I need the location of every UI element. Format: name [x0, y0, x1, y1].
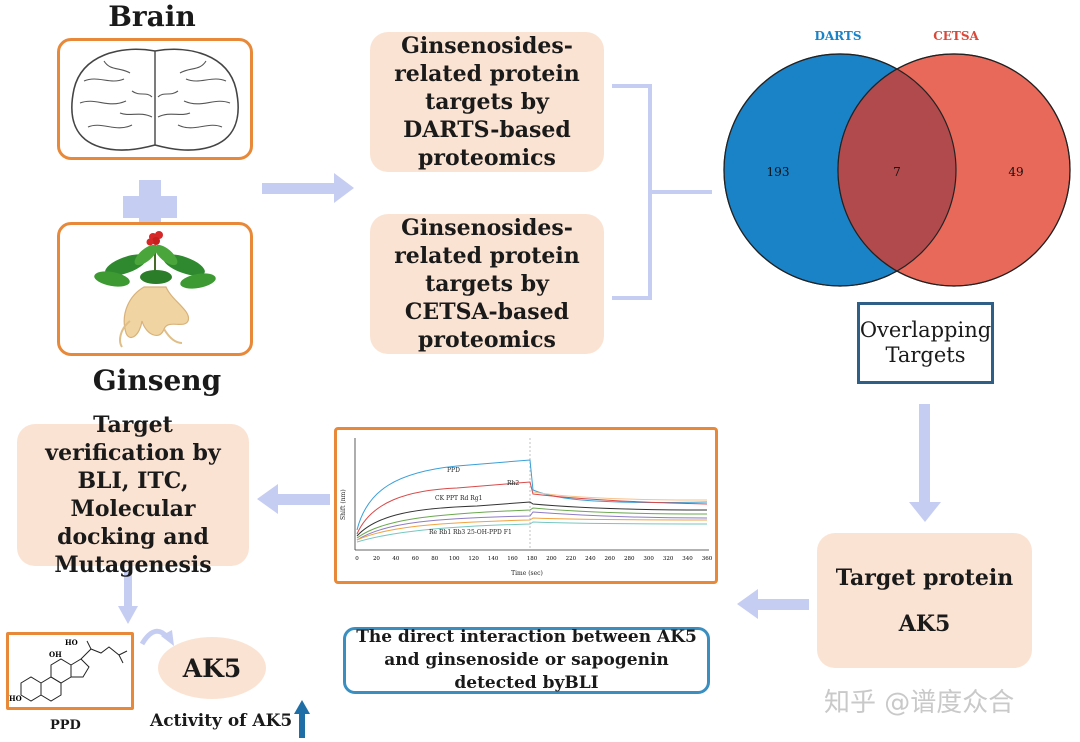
bli-series-label: CK PPT Rd Rg1 — [435, 495, 482, 502]
venn-overlap-region — [838, 54, 956, 286]
arrow-up-icon — [294, 700, 310, 738]
bli-series-label: PPD — [447, 467, 460, 474]
bli-x-tick-label: 280 — [624, 556, 635, 562]
bli-x-tick-label: 120 — [468, 556, 479, 562]
arrow-right-icon — [262, 173, 354, 203]
bracket-connector — [612, 84, 712, 300]
brain-icon — [71, 48, 239, 151]
bli-chart: PPD Rh2 CK PPT Rd Rg1 Re Rb1 Rb3 25-OH-P… — [340, 438, 713, 577]
ginseng-icon — [94, 231, 216, 348]
brain-image-frame — [57, 38, 253, 160]
bli-series-label: Rh2 — [507, 480, 519, 487]
venn-darts-label: DARTS — [814, 29, 861, 43]
target-verification-box: Target verification by BLI, ITC, Molecul… — [17, 412, 249, 578]
arrow-down-icon — [909, 404, 941, 522]
venn-cetsa-count: 49 — [1008, 165, 1023, 179]
bli-x-tick-label: 80 — [431, 556, 438, 562]
bli-x-tick-label: 320 — [663, 556, 674, 562]
bli-x-tick-label: 360 — [702, 556, 713, 562]
curved-arrow-head — [161, 630, 174, 646]
bli-series-label: Re Rb1 Rb3 25-OH-PPD F1 — [429, 529, 512, 536]
brain-title: Brain — [108, 0, 196, 33]
arrow-left-icon — [737, 589, 809, 619]
venn-darts-count: 193 — [767, 165, 790, 179]
bli-x-axis-label: Time (sec) — [511, 570, 543, 577]
bli-x-tick-label: 260 — [605, 556, 616, 562]
bli-x-tick-label: 0 — [355, 556, 359, 562]
darts-proteomics-box: Ginsenosides-related protein targets by … — [370, 32, 604, 172]
ak5-activity-label: Activity of AK5 — [150, 711, 293, 731]
bli-x-tick-label: 180 — [527, 556, 538, 562]
bli-x-tick-label: 60 — [412, 556, 419, 562]
bli-x-tick-label: 160 — [507, 556, 518, 562]
venn-cetsa-label: CETSA — [933, 29, 979, 43]
arrow-left-icon — [257, 484, 330, 514]
bli-y-axis-label: Shift (nm) — [340, 489, 347, 520]
ginseng-title: Ginseng — [92, 364, 222, 397]
bli-caption-box: The direct interaction between AK5 and g… — [343, 627, 710, 694]
ppd-label: PPD — [50, 718, 81, 733]
ppd-molecule-icon: HO OH HO — [9, 638, 128, 703]
target-protein-box: Target protein AK5 — [817, 533, 1032, 668]
plus-icon — [123, 180, 177, 234]
watermark: 知乎 @谱度众合 — [824, 688, 1015, 718]
ppd-atom-label: OH — [49, 650, 62, 659]
target-protein-name: AK5 — [898, 611, 951, 637]
ginseng-image-frame — [57, 222, 253, 356]
ppd-structure-frame: HO OH HO — [6, 632, 134, 710]
cetsa-proteomics-box: Ginsenosides-related protein targets by … — [370, 214, 604, 354]
venn-diagram: DARTS CETSA 193 7 49 — [723, 29, 1071, 287]
arrow-down-icon — [118, 572, 138, 624]
bli-chart-frame: PPD Rh2 CK PPT Rd Rg1 Re Rb1 Rb3 25-OH-P… — [334, 427, 718, 584]
bli-x-tick-label: 340 — [682, 556, 693, 562]
bli-x-ticks: 0 20 40 60 80 100 120 140 160 180 200 220 240 260 280 3… — [355, 556, 712, 562]
bli-x-tick-label: 200 — [546, 556, 557, 562]
ppd-atom-label: HO — [9, 694, 22, 703]
ak5-result-ellipse: AK5 — [158, 637, 266, 699]
bli-x-tick-label: 40 — [392, 556, 399, 562]
ppd-atom-label: HO — [65, 638, 78, 647]
venn-overlap-count: 7 — [893, 165, 901, 179]
bli-x-tick-label: 140 — [488, 556, 499, 562]
target-protein-title: Target protein — [835, 565, 1014, 591]
bli-x-tick-label: 300 — [643, 556, 654, 562]
bli-x-tick-label: 220 — [566, 556, 577, 562]
bli-x-tick-label: 20 — [373, 556, 380, 562]
bli-x-tick-label: 100 — [449, 556, 460, 562]
bli-x-tick-label: 240 — [585, 556, 596, 562]
overlapping-targets-box: Overlapping Targets — [857, 302, 994, 384]
